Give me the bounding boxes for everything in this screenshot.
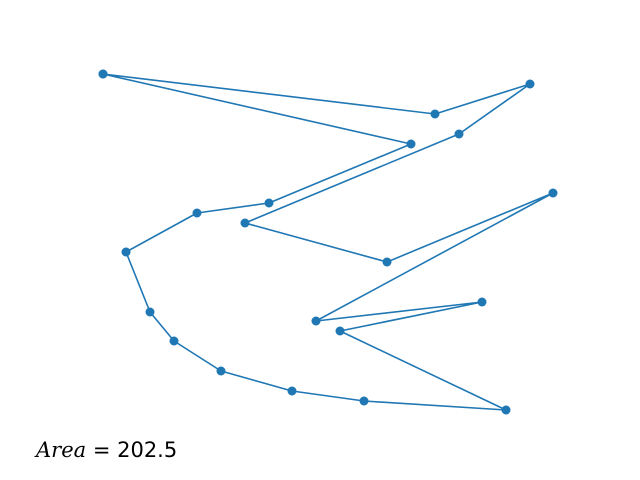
data-point-19 xyxy=(406,139,416,149)
area-value: = 202.5 xyxy=(86,438,178,462)
data-point-9 xyxy=(335,326,345,336)
series-points xyxy=(98,69,558,415)
data-point-6 xyxy=(548,188,558,198)
data-point-14 xyxy=(169,336,179,346)
area-annotation: Area = 202.5 xyxy=(36,438,177,462)
data-point-20 xyxy=(98,69,108,79)
series-lines xyxy=(102,73,554,411)
data-point-2 xyxy=(525,79,535,89)
data-point-15 xyxy=(145,307,155,317)
data-point-13 xyxy=(216,366,226,376)
data-point-8 xyxy=(477,297,487,307)
series-line-0 xyxy=(102,73,554,411)
data-point-3 xyxy=(454,129,464,139)
data-point-17 xyxy=(192,208,202,218)
area-symbol: Area xyxy=(36,438,87,462)
data-point-11 xyxy=(359,396,369,406)
data-point-7 xyxy=(311,316,321,326)
data-point-10 xyxy=(501,405,511,415)
data-point-18 xyxy=(264,198,274,208)
data-point-12 xyxy=(287,386,297,396)
data-point-5 xyxy=(382,257,392,267)
data-point-4 xyxy=(240,218,250,228)
data-point-1 xyxy=(430,109,440,119)
data-point-16 xyxy=(121,247,131,257)
